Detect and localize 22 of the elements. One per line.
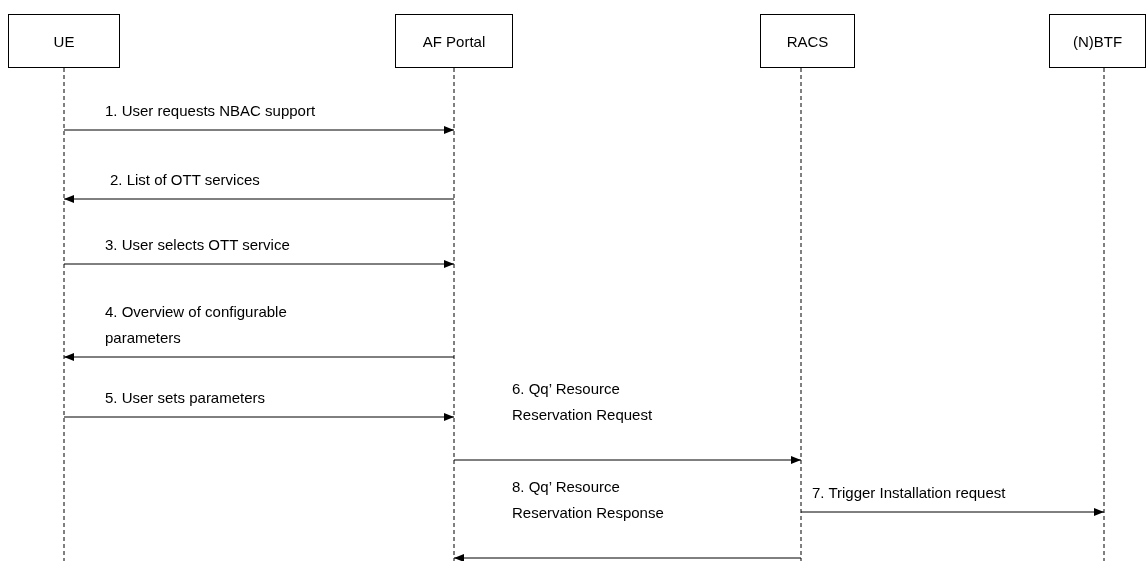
message-label: 4. Overview of configurable parameters bbox=[105, 302, 288, 348]
message-arrow bbox=[63, 260, 455, 268]
participant-box: (N)BTF bbox=[1049, 14, 1146, 68]
message-label: 3. User selects OTT service bbox=[105, 235, 291, 255]
message-arrow bbox=[63, 413, 455, 421]
message-arrow bbox=[63, 126, 455, 134]
message-label: 2. List of OTT services bbox=[110, 170, 261, 190]
message-arrow bbox=[453, 554, 802, 561]
message-arrow bbox=[63, 353, 455, 361]
message-label: 6. Qq’ Resource Reservation Request bbox=[512, 379, 654, 425]
message-arrow bbox=[800, 508, 1105, 516]
message-label: 8. Qq’ Resource Reservation Response bbox=[512, 477, 665, 523]
message-label: 7. Trigger Installation request bbox=[812, 483, 1007, 503]
participant-box: AF Portal bbox=[395, 14, 513, 68]
participant-lifeline bbox=[1049, 14, 1146, 561]
message-arrow bbox=[63, 195, 455, 203]
message-label: 1. User requests NBAC support bbox=[105, 101, 317, 121]
participant-box: UE bbox=[8, 14, 120, 68]
message-label: 5. User sets parameters bbox=[105, 388, 267, 408]
participant-box: RACS bbox=[760, 14, 855, 68]
participant-lifeline bbox=[395, 14, 513, 561]
message-arrow bbox=[453, 456, 802, 464]
